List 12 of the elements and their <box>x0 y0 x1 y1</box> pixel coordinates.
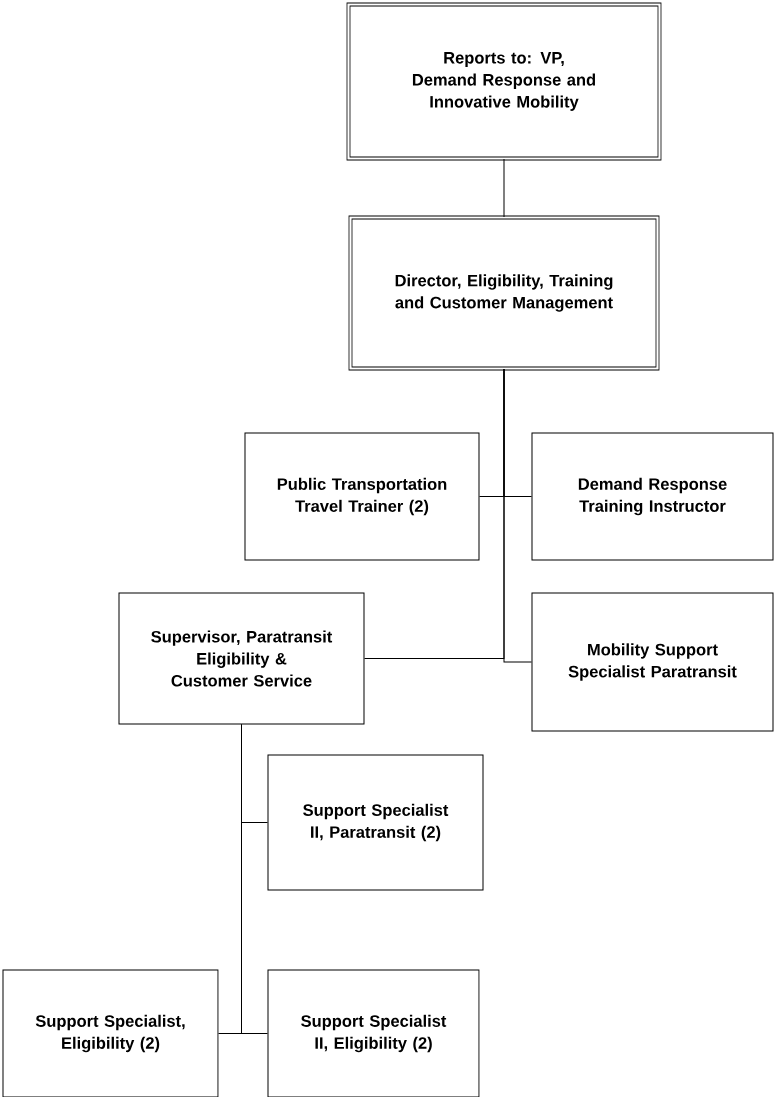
org-box: Public Transportation Travel Trainer (2) <box>244 432 480 561</box>
org-box: Director, Eligibility, Training and Customer Management <box>348 215 660 371</box>
connector-line <box>503 158 505 218</box>
org-box: Reports to: VP, Demand Response and Innovative Mobility <box>346 2 662 161</box>
org-box: Supervisor, Paratransit Eligibility & Customer Service <box>118 592 365 725</box>
org-box: Demand Response Training Instructor <box>531 432 774 561</box>
org-box: Support Specialist II, Eligibility (2) <box>267 969 480 1097</box>
org-box: Support Specialist, Eligibility (2) <box>2 969 219 1097</box>
connector-line <box>503 368 532 663</box>
connector-line <box>241 724 268 1034</box>
org-box: Mobility Support Specialist Paratransit <box>531 592 774 732</box>
org-box: Support Specialist II, Paratransit (2) <box>267 754 484 891</box>
